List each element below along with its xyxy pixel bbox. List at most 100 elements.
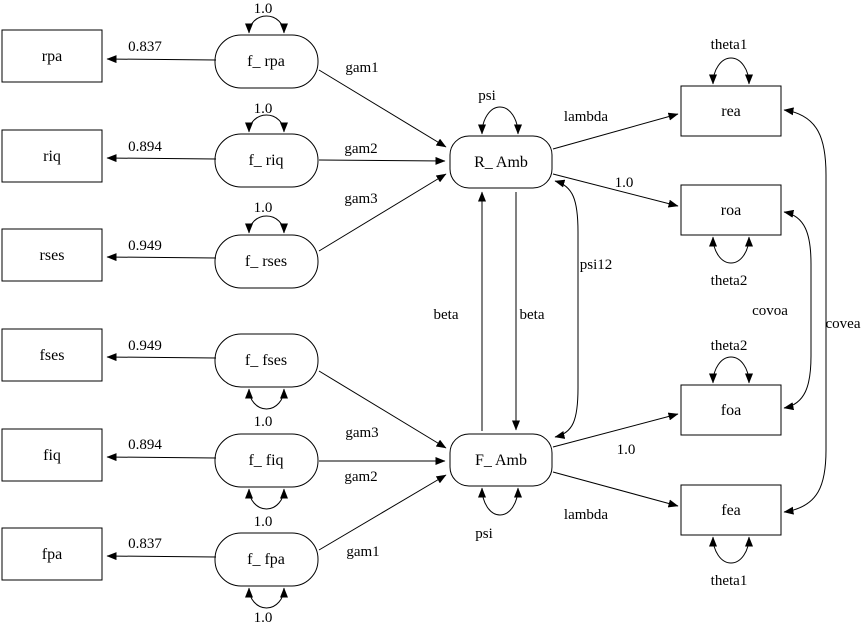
label-psi-r: psi (478, 88, 496, 104)
label-var-f-rses: 1.0 (254, 200, 273, 216)
label-theta1-fea: theta1 (711, 573, 748, 589)
observed-left-group: rpa riq rses fses fiq fpa (1, 29, 103, 581)
node-riq-label: riq (43, 148, 61, 165)
label-var-f-riq: 1.0 (254, 101, 273, 117)
node-f-riq-shape (214, 133, 319, 188)
label-one-r: 1.0 (615, 175, 634, 191)
label-beta-down: beta (520, 307, 545, 323)
selfloop-f-fiq (245, 488, 288, 510)
selfloop-theta2-foa (709, 356, 753, 384)
lambda-edges-group: lambda 1.0 1.0 lambda (552, 109, 679, 523)
label-var-f-fses: 1.0 (254, 414, 273, 430)
edge-f-fses-to-fses (106, 353, 217, 362)
selfloop-f-rses (245, 215, 288, 234)
selfloop-f-fses (245, 388, 288, 410)
psi12-group: psi12 (554, 179, 612, 439)
node-fses-box (1, 328, 103, 382)
label-loading-rpa: 0.837 (128, 39, 162, 55)
label-one-f: 1.0 (617, 442, 636, 458)
node-foa-label: foa (721, 402, 741, 419)
node-f-riq-label: f_ riq (248, 152, 283, 169)
edge-one-f (552, 412, 679, 448)
node-fpa-label: fpa (42, 546, 62, 563)
edge-lambda-r (552, 112, 679, 150)
node-f-amb-shape (449, 433, 553, 487)
edge-gam1-f (318, 474, 447, 551)
node-f-amb-label: F_ Amb (475, 452, 527, 469)
factor-variance-loops-group: 1.0 1.0 1.0 1.0 1.0 1.0 (245, 1, 288, 625)
label-lambda-f: lambda (564, 507, 608, 523)
label-loading-fiq: 0.894 (128, 437, 162, 453)
node-r-amb-label: R_ Amb (474, 154, 528, 171)
label-var-f-fiq: 1.0 (254, 514, 273, 530)
node-roa-label: roa (721, 202, 741, 219)
node-f-fpa-shape (214, 532, 319, 587)
selfloop-f-riq (245, 114, 288, 133)
node-rses-box (1, 228, 103, 282)
edge-f-fpa-to-fpa (106, 552, 217, 561)
label-var-f-rpa: 1.0 (254, 1, 273, 17)
node-rpa-label: rpa (42, 48, 62, 65)
selfloop-theta1-fea (709, 536, 753, 564)
label-loading-rses: 0.949 (128, 238, 162, 254)
selfloop-psi-r (478, 106, 522, 135)
node-r-amb-shape (449, 135, 553, 189)
observed-right-group: rea roa foa fea (680, 85, 782, 536)
node-rses-label: rses (40, 247, 65, 264)
psi-loops-group: psi psi (475, 88, 522, 542)
label-var-f-fpa: 1.0 (254, 610, 273, 625)
theta-loops-group: theta1 theta2 theta2 theta1 (709, 37, 753, 589)
node-fea-box (680, 484, 782, 536)
label-covea: covea (826, 316, 861, 332)
node-f-rses-shape (214, 234, 319, 289)
edge-gam3-f (318, 370, 447, 449)
central-latents-group: R_ Amb F_ Amb (449, 135, 553, 487)
node-fpa-box (1, 527, 103, 581)
label-gam2-f: gam2 (344, 469, 377, 485)
selfloop-f-fpa (245, 587, 288, 609)
edge-covea (783, 107, 827, 515)
node-f-rpa-label: f_ rpa (247, 53, 285, 70)
loading-edges-group: 0.837 0.894 0.949 0.949 0.894 0.837 (106, 39, 217, 561)
label-gam3-r: gam3 (344, 191, 377, 207)
node-fses-label: fses (40, 347, 65, 364)
label-gam3-f: gam3 (345, 425, 378, 441)
node-rpa-box (1, 29, 103, 83)
label-theta1-rea: theta1 (711, 37, 748, 53)
gamma-edges-group: gam1 gam2 gam3 gam3 gam2 gam1 (318, 60, 447, 560)
edge-f-rses-to-rses (106, 253, 217, 262)
selfloop-theta2-roa (709, 236, 753, 264)
edge-lambda-f (552, 471, 679, 508)
latent-factors-group: f_ rpa f_ riq f_ rses f_ fses f_ fiq f_ … (214, 34, 319, 587)
label-theta2-foa: theta2 (711, 338, 748, 354)
label-loading-riq: 0.894 (128, 139, 162, 155)
node-foa-box (680, 384, 782, 436)
covariance-arcs-group: covoa covea (752, 107, 861, 515)
label-loading-fpa: 0.837 (128, 536, 162, 552)
edge-gam3-r (318, 173, 447, 252)
node-riq-box (1, 129, 103, 183)
node-f-fiq-label: f_ fiq (248, 452, 283, 469)
label-gam1-f: gam1 (346, 544, 379, 560)
node-f-fpa-label: f_ fpa (247, 551, 285, 568)
selfloop-psi-f (478, 487, 522, 516)
selfloop-f-rpa (245, 15, 288, 34)
beta-edges-group: beta beta (434, 191, 545, 431)
label-covoa: covoa (752, 303, 788, 319)
edge-f-riq-to-riq (106, 154, 217, 163)
node-f-fiq-shape (214, 433, 319, 488)
edge-psi12 (554, 179, 579, 439)
node-rea-box (680, 85, 782, 137)
edge-f-rpa-to-rpa (106, 55, 217, 64)
edge-gam2-r (318, 156, 446, 165)
edge-covoa (783, 209, 812, 411)
edge-one-r (552, 173, 679, 208)
label-loading-fses: 0.949 (128, 338, 162, 354)
node-f-rses-label: f_ rses (245, 253, 287, 270)
node-roa-box (680, 184, 782, 236)
node-f-fses-shape (214, 333, 319, 388)
label-gam2-r: gam2 (344, 141, 377, 157)
node-f-fses-label: f_ fses (245, 352, 287, 369)
